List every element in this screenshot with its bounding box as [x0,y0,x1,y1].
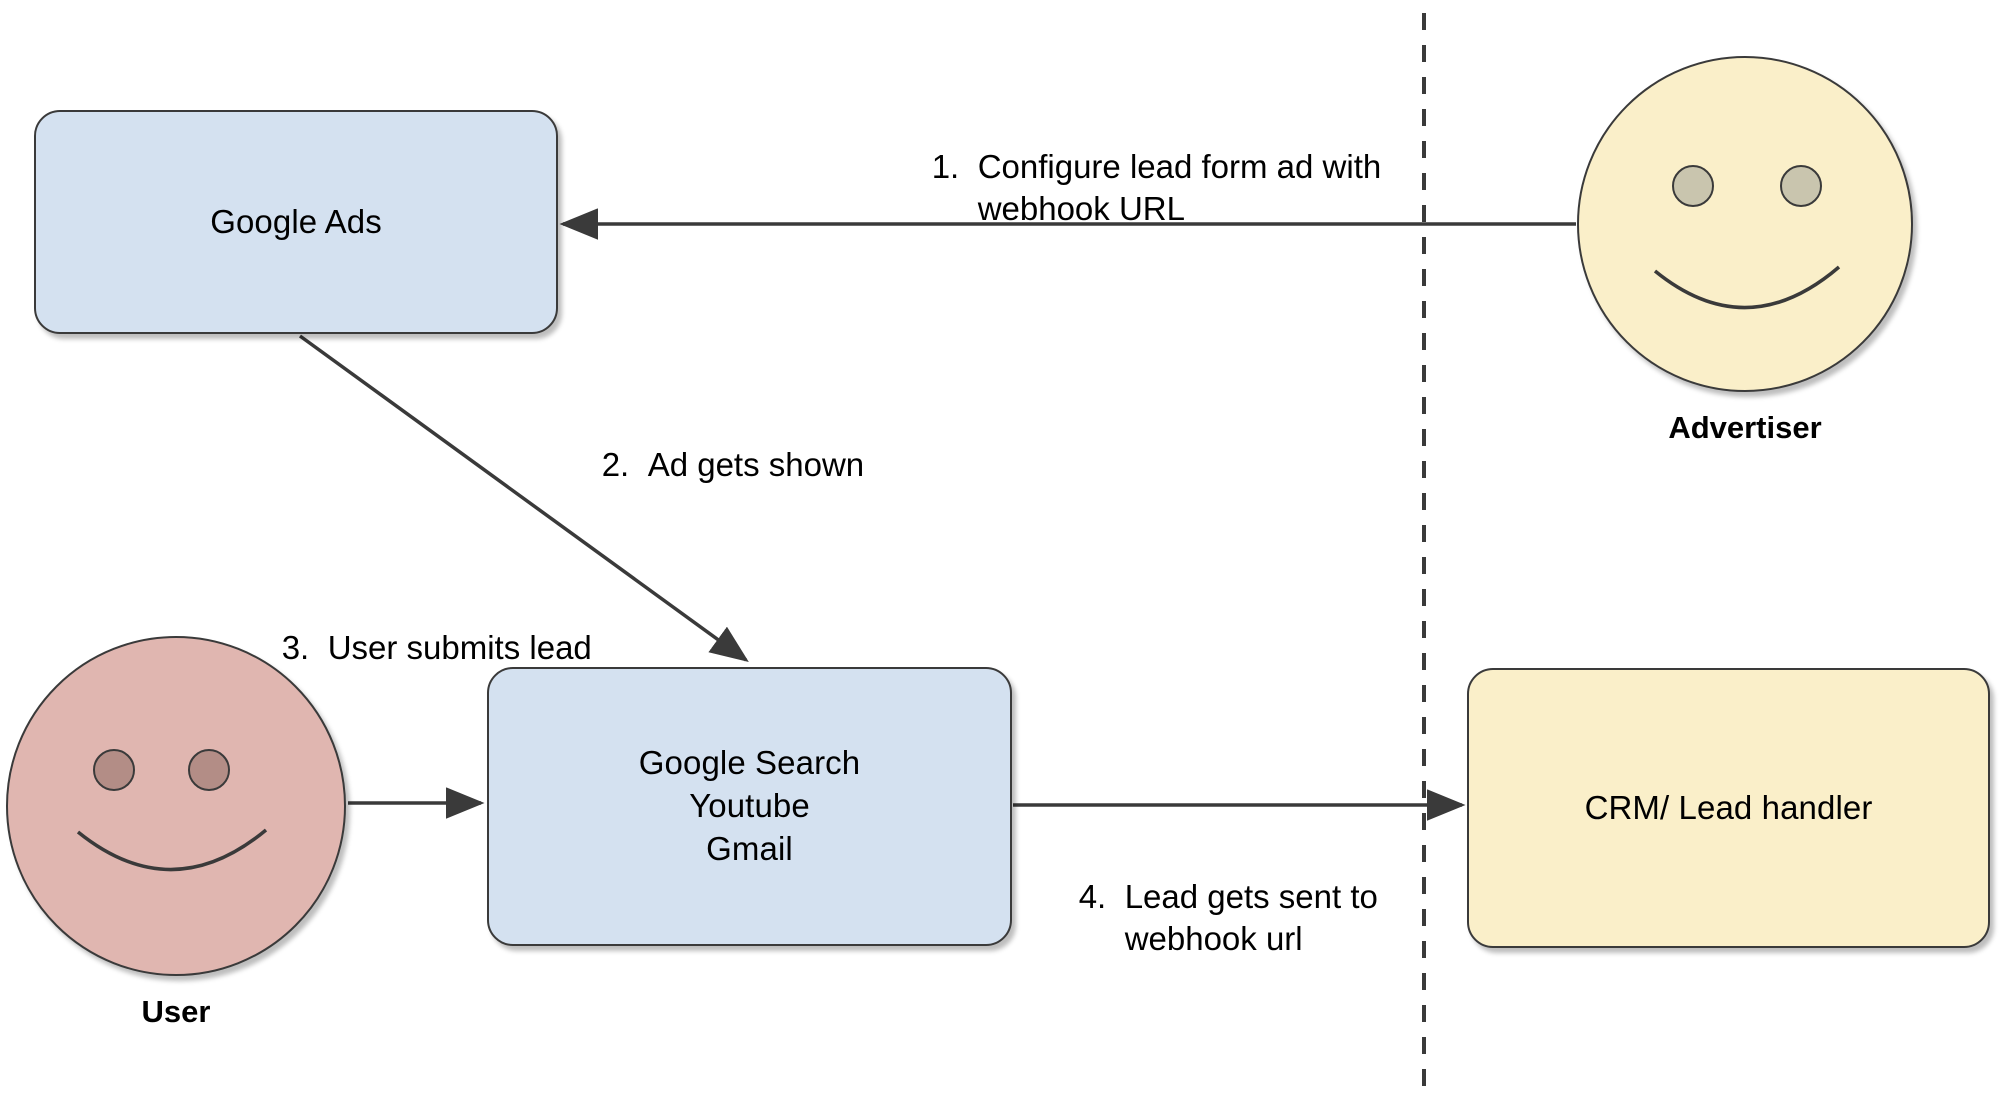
advertiser-left-eye-icon [1672,165,1714,207]
edge-label-step-1-text: Configure lead form ad with webhook URL [977,148,1382,228]
user-label: User [141,994,211,1029]
edge-label-step-4-number: 4. [1078,878,1107,916]
advertiser-label: Advertiser [1668,410,1822,445]
edge-label-step-2-number: 2. [601,446,630,484]
user-smile-icon [76,828,268,872]
edge-label-step-2: 2. Ad gets shown [565,402,965,529]
node-google-properties-line1: Google Search [638,744,861,782]
node-google-ads[interactable]: Google Ads [34,110,558,334]
node-crm-label: CRM/ Lead handler [1584,788,1873,826]
edge-label-step-4-text: Lead gets sent to webhook url [1124,878,1378,958]
user-right-eye-icon [188,749,230,791]
advertiser-smile-icon [1653,265,1841,310]
edge-label-step-3-text: User submits lead [327,629,592,667]
node-google-properties-line3: Gmail [706,829,793,867]
user-left-eye-icon [93,749,135,791]
edge-label-step-3-number: 3. [281,629,310,667]
node-crm-lead-handler[interactable]: CRM/ Lead handler [1467,668,1990,948]
edge-label-step-4: 4. Lead gets sent to webhook url [1042,834,1462,1003]
edge-label-step-1: 1. Configure lead form ad with webhook UR… [895,104,1415,273]
advertiser-avatar[interactable] [1577,56,1913,392]
edge-label-step-2-text: Ad gets shown [647,446,865,484]
connector-google-ads-to-properties [298,334,749,663]
edge-label-step-1-number: 1. [931,148,960,186]
user-avatar[interactable] [6,636,346,976]
node-google-ads-label: Google Ads [210,202,382,240]
advertiser-right-eye-icon [1780,165,1822,207]
node-google-properties[interactable]: Google Search Youtube Gmail [487,667,1012,946]
node-google-properties-line2: Youtube [689,787,810,825]
edge-label-step-3: 3. User submits lead [245,585,705,712]
